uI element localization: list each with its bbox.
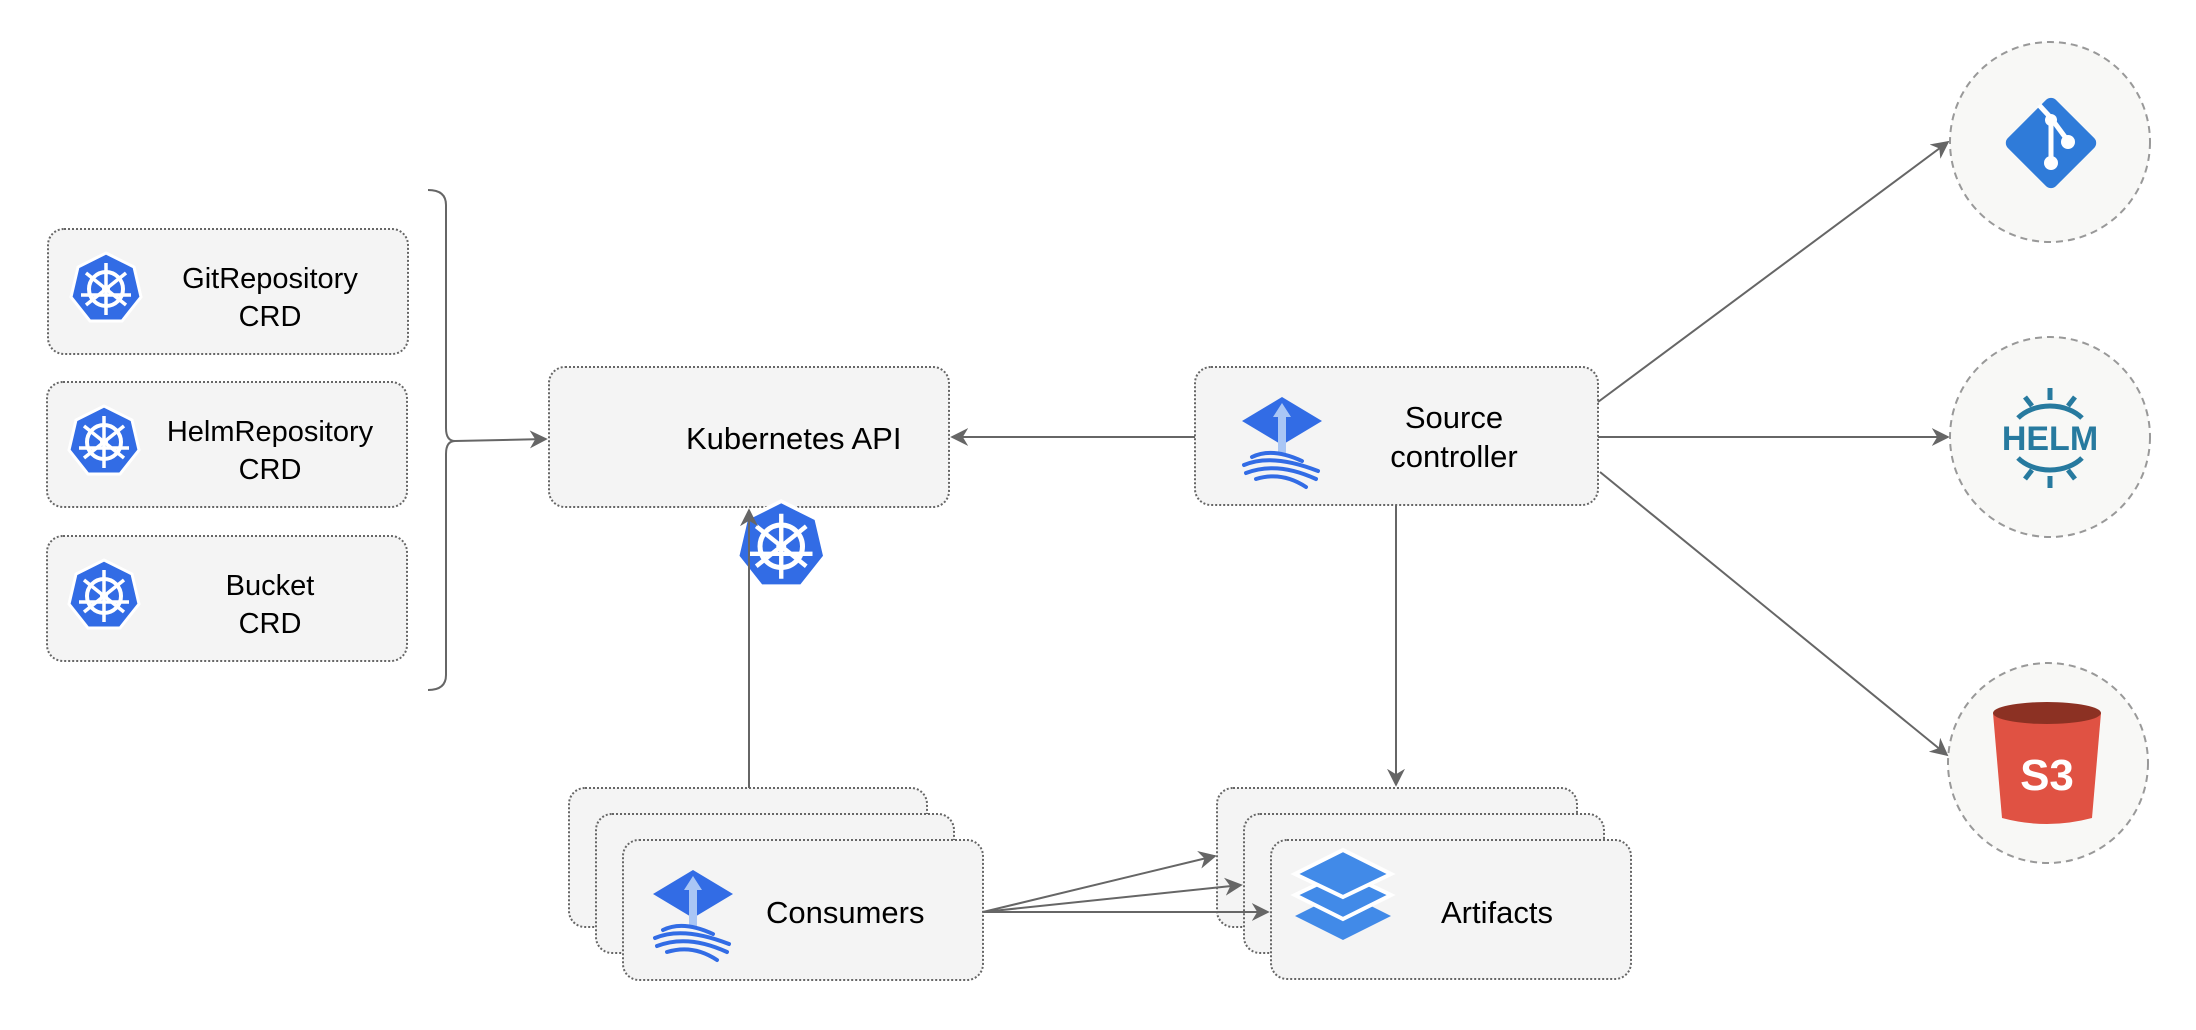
git-source-node[interactable] (1949, 41, 2151, 243)
git-icon (2005, 97, 2097, 189)
helmrepository-crd-node[interactable]: HelmRepository CRD (46, 381, 408, 508)
node-label: Consumers (766, 895, 925, 930)
s3-source-node[interactable]: S3 (1947, 662, 2149, 864)
crd-group-bracket (427, 189, 456, 691)
edge-controller-to-s3 (1599, 471, 1949, 757)
node-label: HelmRepository (167, 416, 374, 448)
node-label: CRD (239, 454, 302, 486)
node-label: Artifacts (1441, 895, 1553, 930)
edge-consumers-to-artifacts (982, 877, 1243, 913)
edge-crds-to-api (454, 430, 548, 449)
node-label: GitRepository (182, 263, 358, 295)
kubernetes-api-node[interactable]: Kubernetes API (548, 366, 950, 586)
kubernetes-icon (738, 501, 826, 586)
node-label: Kubernetes API (686, 421, 901, 456)
node-label: Bucket (226, 570, 315, 602)
consumers-node[interactable]: Consumers (568, 787, 984, 981)
helm-logo-text: HELM (2002, 420, 2098, 458)
artifacts-node[interactable]: Artifacts (1216, 787, 1632, 980)
s3-logo-text: S3 (2020, 751, 2074, 800)
helm-source-node[interactable]: HELM (1949, 336, 2151, 538)
layers-icon (1290, 847, 1396, 940)
bucket-crd-node[interactable]: Bucket CRD (46, 535, 408, 662)
helm-icon (2016, 388, 2084, 488)
node-label: controller (1390, 439, 1518, 474)
edge-consumers-to-artifacts (982, 851, 1217, 913)
source-controller-node[interactable]: Source controller (1194, 366, 1599, 506)
s3-bucket-icon (1993, 702, 2101, 824)
node-label: CRD (239, 301, 302, 333)
node-label: Source (1405, 400, 1503, 435)
edges (454, 140, 1950, 921)
node-label: CRD (239, 608, 302, 640)
edge-controller-to-git (1597, 140, 1950, 403)
gitrepository-crd-node[interactable]: GitRepository CRD (47, 228, 409, 355)
